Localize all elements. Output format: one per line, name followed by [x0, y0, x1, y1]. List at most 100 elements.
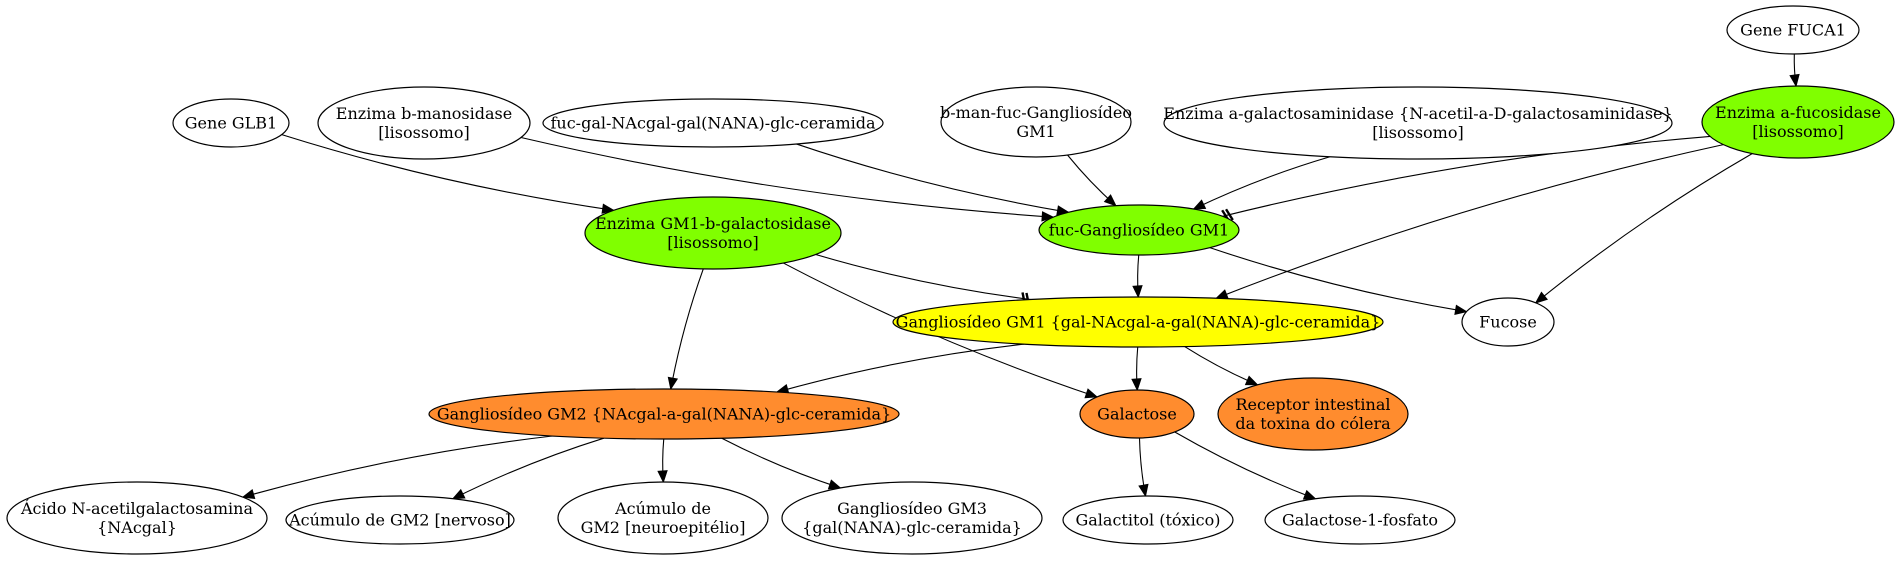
node-shape — [1062, 495, 1234, 545]
arrowhead — [1132, 285, 1143, 299]
arrowhead — [451, 488, 466, 500]
edge-line — [670, 268, 704, 390]
edge-galactose-to-galactose_1_fosfato — [1174, 431, 1317, 500]
node-shape — [317, 86, 531, 160]
node-label: Enzima GM1-b-galactosidase — [595, 214, 831, 233]
arrowhead — [827, 479, 842, 490]
node-shape — [428, 388, 900, 440]
node-label: Gene GLB1 — [185, 114, 277, 133]
node-shape — [542, 98, 884, 148]
node-a-galactosaminidase: Enzima a-galactosaminidase {N-acetil-a-D… — [1163, 86, 1673, 160]
arrowhead — [1131, 378, 1142, 392]
edge-b_man_fuc_gm1-to-fuc_gm1 — [1067, 154, 1117, 207]
node-label: fuc-Gangliosídeo GM1 — [1049, 221, 1229, 240]
edge-fuc_gm1-to-fucose — [1209, 247, 1468, 315]
node-label: Receptor intestinal — [1235, 395, 1390, 414]
edge-line — [281, 134, 614, 211]
edge-a_galactosaminidase-to-fuc_gm1 — [1192, 156, 1331, 210]
edge-gm2-to-acumulo_neuro — [657, 438, 668, 484]
node-label: Fucose — [1479, 313, 1537, 332]
node-label: Enzima a-galactosaminidase {N-acetil-a-D… — [1163, 104, 1672, 123]
edge-line — [1193, 156, 1331, 210]
node-a-fucosidase: Enzima a-fucosidase[lisossomo] — [1701, 85, 1895, 159]
node-shape — [1461, 297, 1555, 347]
node-label: Ácido N-acetilgalactosamina — [20, 498, 253, 518]
node-label: Acúmulo de GM2 [nervoso] — [288, 511, 511, 530]
node-fuc-gal-ceramida: fuc-gal-NAcgal-gal(NANA)-glc-ceramida — [542, 98, 884, 148]
node-gm1-b-galactosidase: Enzima GM1-b-galactosidase[lisossomo] — [584, 196, 842, 270]
node-acido-nacetil: Ácido N-acetilgalactosamina{NAcgal} — [6, 481, 268, 555]
edge-a_fucosidase-to-gm1 — [1214, 144, 1724, 299]
edge-line — [452, 437, 604, 500]
edge-a_fucosidase-to-fucose — [1534, 153, 1753, 304]
node-shape — [940, 86, 1132, 158]
edge-gm1_b_galactosidase-to-gm1 — [815, 253, 1031, 306]
arrowhead — [657, 470, 668, 484]
inhibition-tee — [1225, 208, 1234, 221]
node-label: Galactitol (tóxico) — [1075, 511, 1220, 530]
node-acumulo-nervoso: Acúmulo de GM2 [nervoso] — [285, 495, 515, 545]
edge-line — [242, 435, 553, 498]
edge-line — [721, 437, 841, 489]
edge-line — [1184, 346, 1258, 386]
edge-fuc_gm1-to-gm1 — [1132, 254, 1143, 299]
edge-gm2-to-acumulo_nervoso — [451, 437, 604, 500]
node-label: [lisossomo] — [1752, 122, 1843, 141]
arrowhead — [1041, 211, 1055, 222]
node-label: [lisossomo] — [1372, 123, 1463, 142]
node-shape — [584, 196, 842, 270]
arrowhead — [667, 376, 679, 391]
node-label: Acúmulo de — [614, 499, 711, 518]
node-label: {NAcgal} — [97, 518, 177, 537]
node-shape — [781, 481, 1043, 555]
node-label: Galactose-1-fosfato — [1282, 511, 1438, 530]
node-label: Gene FUCA1 — [1740, 21, 1846, 40]
node-b-manosidase: Enzima b-manosidase[lisossomo] — [317, 86, 531, 160]
node-fucose: Fucose — [1461, 297, 1555, 347]
arrowhead — [1138, 483, 1149, 498]
edge-gm1_b_galactosidase-to-gm2 — [667, 268, 704, 391]
node-galactose-1-fosfato: Galactose-1-fosfato — [1264, 495, 1456, 545]
node-label: Enzima b-manosidase — [336, 104, 512, 123]
edge-line — [520, 136, 1054, 218]
arrowhead — [1244, 375, 1259, 386]
node-shape — [1264, 495, 1456, 545]
edge-line — [1209, 247, 1467, 313]
node-gm3: Gangliosídeo GM3{gal(NANA)-glc-ceramida} — [781, 481, 1043, 555]
edges-layer — [241, 53, 1800, 500]
node-label: Gangliosídeo GM3 — [837, 499, 987, 518]
node-shape — [172, 98, 290, 148]
node-label: Gangliosídeo GM2 {NAcgal-a-gal(NANA)-glc… — [437, 405, 891, 424]
node-label: Galactose — [1097, 405, 1177, 424]
node-shape — [557, 481, 769, 555]
arrowhead — [1534, 291, 1548, 304]
node-label: GM1 — [1016, 122, 1055, 141]
node-label: Enzima a-fucosidase — [1715, 103, 1881, 122]
node-shape — [1217, 377, 1409, 451]
edge-line — [776, 343, 1025, 393]
node-fuc-gm1: fuc-Gangliosídeo GM1 — [1038, 204, 1240, 256]
edge-line — [796, 143, 1069, 213]
node-shape — [1701, 85, 1895, 159]
node-shape — [892, 296, 1384, 348]
edge-line — [815, 253, 1031, 301]
node-gm2: Gangliosídeo GM2 {NAcgal-a-gal(NANA)-glc… — [428, 388, 900, 440]
edge-line — [1222, 135, 1711, 217]
edge-gm2-to-gm3 — [721, 437, 842, 490]
arrowhead — [1454, 304, 1468, 315]
edge-gm1-to-receptor_colera — [1184, 346, 1259, 386]
arrowhead — [1084, 388, 1099, 399]
node-label: [lisossomo] — [667, 233, 758, 252]
node-shape — [1079, 389, 1195, 439]
edge-galactose-to-galactitol — [1138, 437, 1149, 498]
node-shape — [1163, 86, 1673, 160]
edge-line — [1215, 144, 1724, 299]
node-label: fuc-gal-NAcgal-gal(NANA)-glc-ceramida — [550, 114, 875, 133]
node-shape — [6, 481, 268, 555]
arrowhead — [1103, 194, 1117, 207]
arrowhead — [1302, 489, 1317, 500]
edge-b_manosidase-to-fuc_gm1 — [520, 136, 1055, 222]
